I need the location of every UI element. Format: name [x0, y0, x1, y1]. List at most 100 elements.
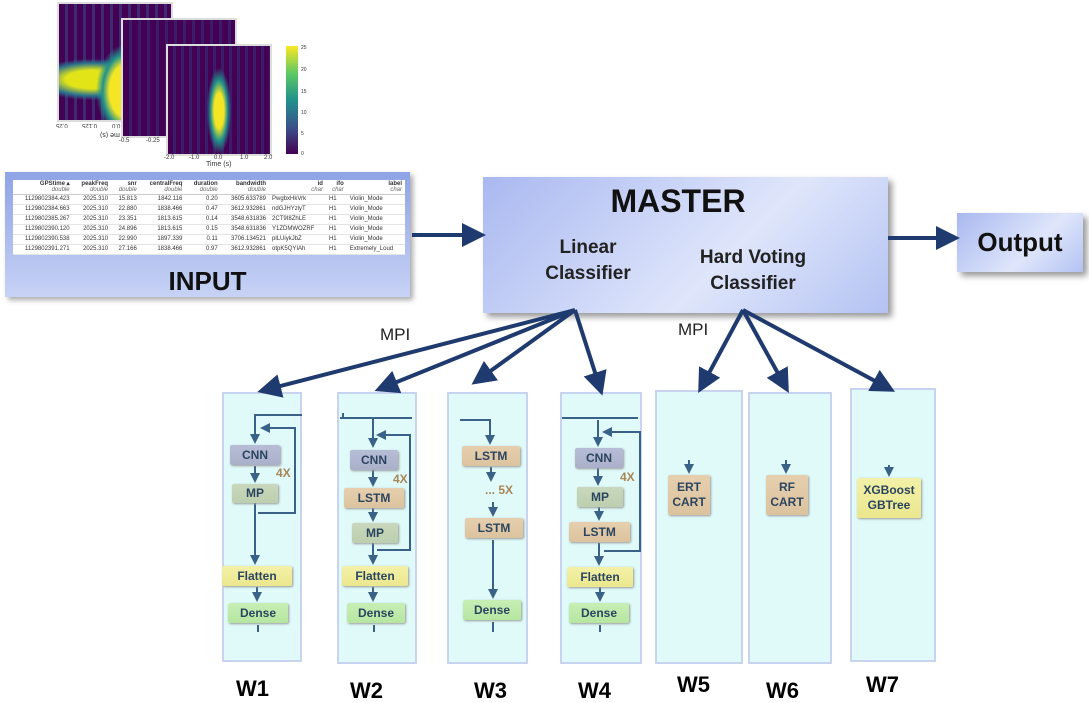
colorbar-tick: 10 — [301, 110, 307, 116]
master-title: MASTER — [610, 183, 746, 219]
table-cell: 1129802391.271 — [13, 244, 73, 255]
column-name: snr — [127, 181, 137, 187]
table-cell: 1129802384.423 — [13, 194, 73, 205]
block-mp: MP — [577, 487, 623, 507]
column-type: char — [390, 187, 402, 193]
block-flatten: Flatten — [342, 566, 408, 586]
column-name: peakFreq — [81, 181, 109, 187]
tick: -0.25 — [146, 138, 160, 144]
arrow-w1 — [257, 308, 576, 398]
mpi-label: MPI — [678, 320, 709, 339]
hard-voting-classifier-label: Hard Voting Classifier — [699, 247, 807, 294]
tick: -0.5 — [119, 138, 130, 144]
table-cell: 1838.466 — [139, 204, 186, 215]
table-cell: 1838.466 — [139, 244, 186, 255]
repeat-label: 4X — [393, 472, 408, 486]
axis-label: Time (s) — [206, 161, 232, 168]
colorbar-tick: 5 — [301, 131, 304, 137]
table-cell: Violin_Mode — [346, 234, 405, 245]
column-name: centralFreq — [149, 181, 183, 187]
column-header[interactable]: GPStime ▴double — [13, 180, 73, 195]
table-cell: 22.990 — [111, 234, 140, 245]
table-cell: Y1ZDMWOZRF — [269, 224, 326, 235]
colorbar-tick: 15 — [301, 89, 307, 95]
block-ert-cart: ERT CART — [668, 475, 710, 515]
worker-label: W2 — [350, 678, 383, 703]
table-cell: 23.351 — [111, 214, 140, 225]
table-cell: H1 — [325, 244, 347, 255]
table-cell: 0.20 — [185, 194, 221, 205]
table-cell: 3548.631836 — [220, 224, 270, 235]
table-cell: H1 — [325, 214, 347, 225]
table-cell: 1842.116 — [139, 194, 186, 205]
repeat-label: 4X — [620, 470, 635, 484]
table-cell: 1129802385.267 — [13, 214, 73, 225]
worker-label: W6 — [766, 678, 799, 703]
block-dense: Dense — [463, 600, 521, 620]
table-cell: otpK5QYIAh — [269, 244, 326, 255]
table-cell: 15.813 — [111, 194, 140, 205]
block-lstm: LSTM — [344, 488, 404, 508]
repeat-label: ... 5X — [485, 483, 514, 497]
table-cell: 2025.310 — [72, 204, 112, 215]
block-cnn: CNN — [575, 448, 623, 468]
block-lstm: LSTM — [569, 522, 630, 542]
table-cell: Violin_Mode — [346, 194, 405, 205]
table-cell: H1 — [325, 204, 347, 215]
block-flatten: Flatten — [222, 566, 292, 586]
table-cell: 0.97 — [185, 244, 221, 255]
column-name: label — [388, 181, 402, 187]
tick: 2.0 — [264, 155, 273, 161]
table-cell: 2CT9I8ZhLE — [269, 214, 326, 225]
column-name: id — [317, 181, 323, 187]
worker-label: W5 — [677, 672, 710, 697]
worker-label: W4 — [578, 678, 611, 703]
tick: 0.0 — [214, 155, 223, 161]
table-cell: H1 — [325, 234, 347, 245]
worker-label: W7 — [866, 672, 899, 697]
table-cell: PwgbxHkVrk — [269, 194, 326, 205]
table-cell: 0.11 — [185, 234, 221, 245]
block-rf-cart: RF CART — [766, 475, 808, 515]
table-cell: 1897.339 — [139, 234, 186, 245]
table-cell: 0.14 — [185, 214, 221, 225]
table-cell: 1129802390.538 — [13, 234, 73, 245]
column-type: double — [118, 187, 137, 193]
colorbar-tick: 0 — [301, 151, 304, 157]
table-cell: 2025.310 — [72, 194, 112, 205]
block-lstm: LSTM — [465, 518, 523, 538]
colorbar — [286, 46, 298, 154]
spectrogram-front — [166, 44, 272, 156]
worker-w7 — [850, 388, 936, 662]
table-cell: 1813.615 — [139, 224, 186, 235]
table-cell: 2025.310 — [72, 234, 112, 245]
table-cell: 2025.310 — [72, 224, 112, 235]
repeat-label: 4X — [276, 466, 291, 480]
table-cell: 27.166 — [111, 244, 140, 255]
worker-w5 — [655, 390, 743, 664]
table-cell: 24.896 — [111, 224, 140, 235]
column-type: double — [51, 187, 70, 193]
block-dense: Dense — [347, 603, 405, 623]
block-dense: Dense — [228, 603, 288, 623]
table-cell: ndGJHYzlyT — [269, 204, 326, 215]
table-cell: 1129802390.120 — [13, 224, 73, 235]
output-label: Output — [977, 227, 1063, 257]
table-cell: 3612.932861 — [220, 244, 270, 255]
